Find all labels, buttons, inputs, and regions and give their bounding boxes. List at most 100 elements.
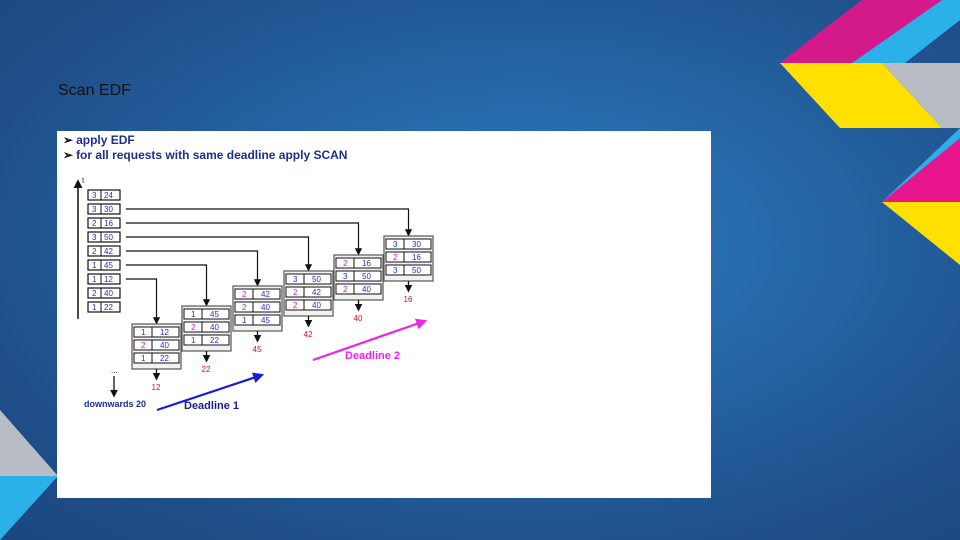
snapshot-track: 22	[210, 336, 219, 345]
bullet-item: ➢apply EDF	[63, 133, 135, 147]
queue-priority: 3	[92, 205, 97, 214]
bullet-arrow-icon: ➢	[63, 133, 74, 147]
magenta-triangle-2	[882, 138, 960, 202]
cyan-triangle	[852, 0, 960, 63]
queue-track: 16	[104, 219, 113, 228]
connector-arrow	[126, 236, 313, 272]
snapshot: 2 16 3 50 2 40 40	[333, 254, 384, 323]
queue-track: 12	[104, 275, 113, 284]
queue-track: 50	[104, 233, 113, 242]
snapshot-priority: 2	[191, 323, 196, 332]
snapshot-track: 50	[312, 275, 321, 284]
snapshot-priority: 2	[343, 285, 348, 294]
bullet-list: ➢apply EDF ➢for all requests with same d…	[63, 133, 347, 163]
yellow-triangle	[780, 63, 942, 128]
queue-priority: 3	[92, 233, 97, 242]
snapshot-track: 40	[362, 285, 371, 294]
snapshot-priority: 3	[393, 266, 398, 275]
queue-cell: 2 40	[87, 287, 121, 299]
snapshot-track: 12	[160, 328, 169, 337]
snapshot-track: 40	[160, 341, 169, 350]
queue-track: 24	[104, 191, 113, 200]
slide-title: Scan EDF	[58, 82, 131, 99]
deadline-1-arrow	[156, 372, 265, 412]
scan-edf-figure: ➢apply EDF ➢for all requests with same d…	[57, 131, 711, 498]
queue-priority: 2	[92, 247, 97, 256]
connector-arrows	[126, 208, 413, 325]
ellipsis: ...	[111, 366, 118, 375]
bullet-item: ➢for all requests with same deadline app…	[63, 148, 348, 162]
snapshot-priority: 1	[242, 316, 247, 325]
snapshot-track: 22	[160, 354, 169, 363]
queue-track: 45	[104, 261, 113, 270]
snapshot-priority: 2	[141, 341, 146, 350]
gray-triangle-left	[0, 410, 58, 476]
bullet-arrow-icon: ➢	[63, 148, 74, 162]
snapshot-track: 40	[261, 303, 270, 312]
queue-track: 22	[104, 303, 113, 312]
connector-arrow	[126, 278, 161, 325]
queue-cell: 2 42	[87, 245, 121, 257]
snapshot-priority: 1	[191, 336, 196, 345]
snapshot-track: 30	[412, 240, 421, 249]
snapshot: 2 42 2 40 1 45 45	[232, 285, 283, 354]
queue-cell: 3 24	[87, 189, 121, 201]
connector-arrow	[126, 208, 413, 237]
connector-arrow	[126, 250, 262, 287]
snapshot-priority: 1	[141, 354, 146, 363]
snapshot-priority: 1	[141, 328, 146, 337]
snapshot-priority: 2	[393, 253, 398, 262]
queue-priority: 1	[92, 275, 97, 284]
snapshot-priority: 2	[293, 288, 298, 297]
snapshot-priority: 2	[242, 303, 247, 312]
snapshot-track: 42	[261, 290, 270, 299]
deadline-2-arrow	[312, 318, 428, 362]
queue-cell: 1 12	[87, 273, 121, 285]
queue-priority: 2	[92, 289, 97, 298]
served-track: 12	[152, 383, 161, 392]
snapshot-track: 45	[210, 310, 219, 319]
deadline-1-label: Deadline 1	[184, 400, 239, 412]
snapshot-track: 42	[312, 288, 321, 297]
snapshot-priority: 3	[393, 240, 398, 249]
snapshot-track: 50	[412, 266, 421, 275]
snapshot-track: 45	[261, 316, 270, 325]
snapshot-track: 40	[210, 323, 219, 332]
snapshot-priority: 2	[293, 301, 298, 310]
snapshot-track: 16	[362, 259, 371, 268]
snapshot-priority: 2	[343, 259, 348, 268]
downwards-label: downwards 20	[84, 399, 146, 409]
gray-triangle	[882, 63, 960, 128]
served-track: 45	[253, 345, 262, 354]
queue-priority: 1	[92, 303, 97, 312]
queue-priority: 3	[92, 191, 97, 200]
queue-cell: 3 30	[87, 203, 121, 215]
snapshot-track: 40	[312, 301, 321, 310]
served-track: 40	[354, 314, 363, 323]
snapshot-track: 50	[362, 272, 371, 281]
connector-arrow	[126, 264, 211, 307]
snapshot-priority: 3	[343, 272, 348, 281]
snapshot-priority: 1	[191, 310, 196, 319]
cyan-triangle-left	[0, 476, 58, 540]
queue-track: 30	[104, 205, 113, 214]
served-track: 42	[304, 330, 313, 339]
deadline-2-label: Deadline 2	[345, 350, 400, 362]
served-track: 22	[202, 365, 211, 374]
snapshot-track: 16	[412, 253, 421, 262]
queue-cell: 3 50	[87, 231, 121, 243]
queue-cell: 1 22	[87, 301, 121, 313]
snapshot-priority: 2	[242, 290, 247, 299]
queue-track: 42	[104, 247, 113, 256]
connector-arrow	[126, 222, 363, 256]
snapshot: 1 45 2 40 1 22 22	[181, 305, 232, 374]
time-axis-label: t	[82, 176, 85, 185]
queue-track: 40	[104, 289, 113, 298]
